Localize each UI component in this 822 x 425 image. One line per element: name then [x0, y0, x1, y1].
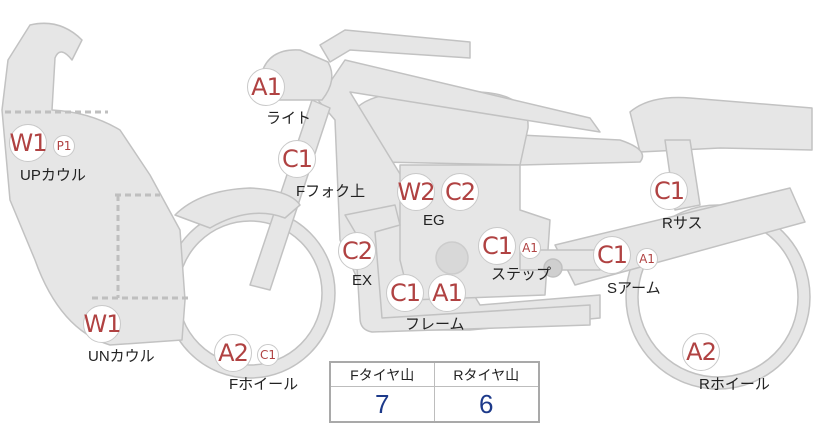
frame-damage-badge-2[interactable]: A1	[428, 274, 466, 312]
upcowl-damage-badge-1[interactable]: W1	[9, 124, 48, 162]
eg-damage-badge-2[interactable]: C2	[441, 173, 479, 211]
fork-label: Fフォク上	[296, 183, 366, 200]
front-tire-header: Fタイヤ山	[331, 363, 435, 387]
upper-cowl-shape	[1, 22, 186, 346]
front-wheel-shape	[164, 207, 336, 379]
frame-label: フレーム	[405, 316, 465, 333]
rear-tire-header: Rタイヤ山	[434, 363, 538, 387]
eg-damage-badge-1[interactable]: W2	[397, 173, 436, 211]
seat-shape	[519, 134, 644, 166]
rear-fender-shape	[629, 96, 813, 153]
rwheel-label: Rホイール	[699, 376, 770, 393]
rear-tire-value: 6	[479, 388, 494, 419]
uncowl-label: UNカウル	[88, 348, 155, 365]
rwheel-damage-badge-1[interactable]: A2	[682, 333, 720, 371]
rsus-damage-badge-1[interactable]: C1	[650, 172, 688, 210]
ex-damage-badge-1[interactable]: C2	[338, 232, 376, 270]
upcowl-label: UPカウル	[20, 167, 86, 184]
step-damage-badge-1[interactable]: C1	[478, 227, 516, 265]
frame-damage-badge-1[interactable]: C1	[386, 274, 424, 312]
fwheel-damage-badge-2[interactable]: C1	[257, 344, 279, 366]
fwheel-label: Fホイール	[229, 376, 299, 393]
front-tire-value: 7	[331, 387, 435, 421]
engine-crank-shape	[435, 241, 469, 275]
step-label: ステップ	[491, 266, 552, 283]
upcowl-damage-badge-2[interactable]: P1	[53, 135, 75, 157]
sprocket-shape	[543, 258, 563, 278]
light-damage-badge-1[interactable]: A1	[247, 68, 285, 106]
eg-label: EG	[423, 212, 445, 229]
sarm-damage-badge-1[interactable]: C1	[593, 236, 631, 274]
step-damage-badge-2[interactable]: A1	[519, 237, 541, 259]
sarm-label: Sアーム	[607, 280, 661, 297]
front-fender-shape	[174, 187, 301, 229]
sarm-damage-badge-2[interactable]: A1	[636, 248, 658, 270]
uncowl-damage-badge-1[interactable]: W1	[83, 305, 122, 343]
rsus-label: Rサス	[662, 215, 703, 232]
exhaust-shape	[344, 204, 591, 333]
handlebar-shape	[319, 29, 471, 63]
ex-label: EX	[352, 272, 373, 289]
tire-tread-table: Fタイヤ山 Rタイヤ山 7 6	[329, 361, 540, 423]
fork-damage-badge-1[interactable]: C1	[278, 140, 316, 178]
light-label: ライト	[266, 110, 312, 127]
fwheel-damage-badge-1[interactable]: A2	[214, 334, 252, 372]
